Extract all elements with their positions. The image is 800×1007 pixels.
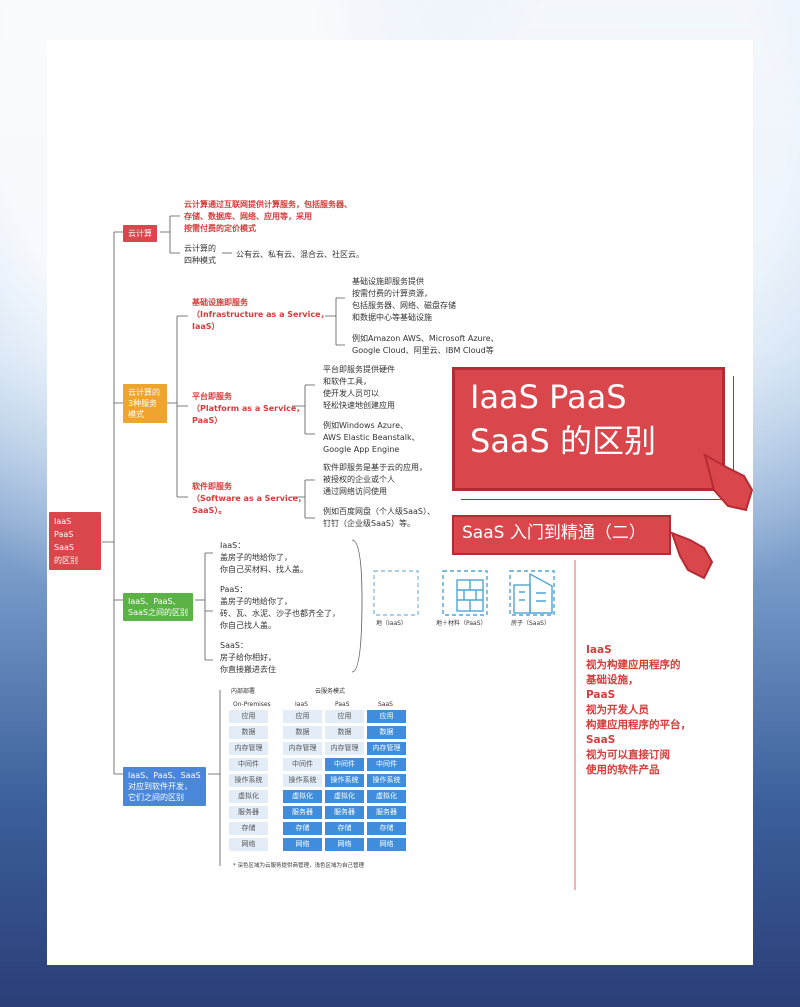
title-box — [452, 367, 725, 491]
service-models-node: 云计算的 3种服务 模式 — [123, 384, 167, 423]
table-cell: 应用 — [283, 710, 322, 723]
table-cell: 应用 — [325, 710, 364, 723]
subtitle: SaaS 入门到精通（二） — [462, 523, 646, 543]
table-cell: 虚拟化 — [229, 790, 268, 803]
table-col-onprem: On-Premises — [233, 701, 271, 708]
cloud-computing-node: 云计算 — [123, 225, 157, 242]
table-cell: 操作系统 — [229, 774, 268, 787]
table-cell: 存储 — [367, 822, 406, 835]
table-cell: 中间件 — [283, 758, 322, 771]
saas-description: 软件即服务是基于云的应用， 被授权的企业或个人 通过网络访问使用 — [323, 463, 427, 496]
table-cell: 服务器 — [283, 806, 322, 819]
table-cell: 数据 — [229, 726, 268, 739]
table-cell: 网络 — [229, 838, 268, 851]
subtitle-box — [452, 515, 671, 555]
iaas-analogy: IaaS： 盖房子的地给你了， 你自己买材料、找人盖。 — [220, 541, 308, 574]
table-cell: 网络 — [367, 838, 406, 851]
table-cell: 虚拟化 — [325, 790, 364, 803]
table-cell: 操作系统 — [283, 774, 322, 787]
table-footnote: * 深色区域为云服务提供商管理，浅色区域为自己管理 — [233, 863, 365, 869]
table-cell: 网络 — [325, 838, 364, 851]
table-cell: 存储 — [283, 822, 322, 835]
table-cell: 内存管理 — [367, 742, 406, 755]
iaas-example: 例如Amazon AWS、Microsoft Azure、 Google Clo… — [352, 334, 499, 355]
cloud-modes-value: 公有云、私有云、混合云、社区云。 — [236, 250, 364, 259]
paas-description: 平台即服务提供硬件 和软件工具， 使开发人员可以 轻松快速地创建应用 — [323, 365, 395, 410]
table-cell: 应用 — [367, 710, 406, 723]
responsibility-table: 内部部署 云服务模式 On-Premises IaaS PaaS SaaS 应用… — [225, 686, 406, 871]
icon-label-materials: 地＋材料（PaaS） — [436, 620, 487, 627]
difference-node: IaaS、PaaS、 SaaS之间的区别 — [123, 593, 193, 621]
summary-text: IaaS 视为构建应用程序的 基础设施， PaaS 视为开发人员 构建应用程序的… — [586, 644, 691, 776]
cloud-modes-label: 云计算的 四种模式 — [184, 244, 216, 265]
saas-analogy: SaaS： 房子给你相好， 你直接搬进去住 — [220, 641, 276, 674]
table-group-header-onprem: 内部部署 — [231, 688, 256, 695]
table-cell: 数据 — [367, 726, 406, 739]
table-cell: 中间件 — [325, 758, 364, 771]
root-node: IaaS PaaS SaaS 的区别 — [49, 512, 101, 570]
table-cell: 虚拟化 — [367, 790, 406, 803]
saas-example: 例如百度网盘（个人级SaaS）、 钉钉（企业级SaaS）等。 — [323, 507, 435, 528]
table-cell: 服务器 — [229, 806, 268, 819]
table-col-saas: SaaS — [378, 701, 393, 708]
table-cell: 中间件 — [367, 758, 406, 771]
table-cell: 中间件 — [229, 758, 268, 771]
saas-title: 软件即服务 （Software as a Service， SaaS）。 — [192, 482, 306, 515]
table-col-iaas: IaaS — [295, 701, 308, 708]
table-cell: 服务器 — [325, 806, 364, 819]
icon-label-house: 房子（SaaS） — [511, 620, 550, 627]
paas-analogy: PaaS： 盖房子的地给你了， 砖、瓦、水泥、沙子也都齐全了， 你自己找人盖。 — [220, 585, 340, 630]
icon-label-land: 地（IaaS） — [376, 620, 407, 627]
table-cell: 操作系统 — [367, 774, 406, 787]
table-cell: 内存管理 — [283, 742, 322, 755]
table-cell: 服务器 — [367, 806, 406, 819]
table-cell: 虚拟化 — [283, 790, 322, 803]
paas-title: 平台即服务 （Platform as a Service， PaaS） — [192, 392, 305, 425]
table-cell: 应用 — [229, 710, 268, 723]
table-cell: 存储 — [325, 822, 364, 835]
table-cell: 操作系统 — [325, 774, 364, 787]
table-cell: 数据 — [325, 726, 364, 739]
table-cell: 数据 — [283, 726, 322, 739]
cloud-definition-text: 云计算通过互联网提供计算服务，包括服务器、 存储、数据库、网络、应用等，采用 按… — [184, 200, 352, 233]
table-cell: 内存管理 — [229, 742, 268, 755]
table-cell: 内存管理 — [325, 742, 364, 755]
table-col-paas: PaaS — [335, 701, 350, 708]
paas-example: 例如Windows Azure、 AWS Elastic Beanstalk、 … — [323, 421, 420, 454]
table-cell: 网络 — [283, 838, 322, 851]
software-dev-node: IaaS、PaaS、SaaS 对应到软件开发， 它们之间的区别 — [123, 767, 206, 806]
table-cell: 存储 — [229, 822, 268, 835]
iaas-description: 基础设施即服务提供 按需付费的计算资源， 包括服务器、网络、磁盘存储 和数据中心… — [352, 277, 456, 322]
iaas-title: 基础设施即服务 （Infrastructure as a Service， Ia… — [192, 298, 329, 331]
main-title: IaaS PaaS SaaS 的区别 — [470, 378, 657, 460]
table-group-header-cloud: 云服务模式 — [315, 688, 346, 695]
